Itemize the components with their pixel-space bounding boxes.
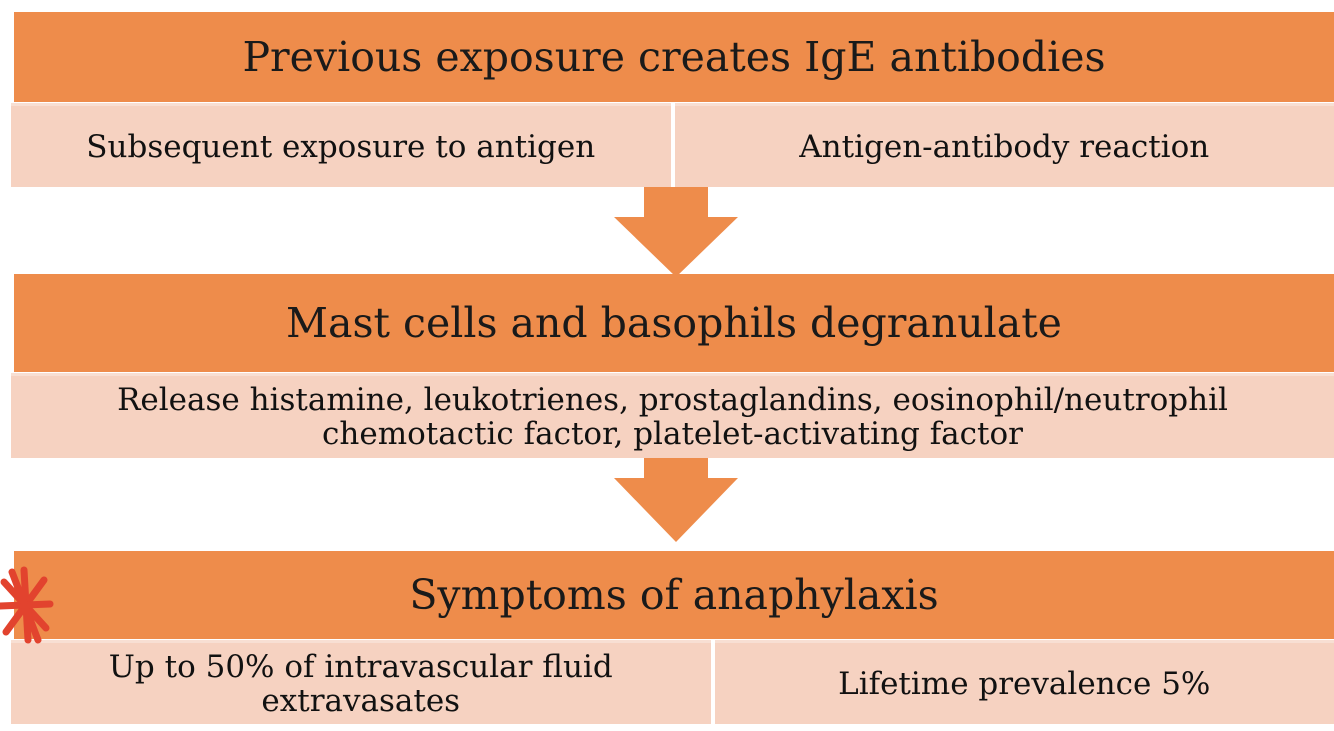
stage-3-detail-1: Up to 50% of intravascular fluid extrava…: [11, 640, 711, 724]
down-arrow-icon: [614, 187, 738, 277]
stage-2-detail-1: Release histamine, leukotrienes, prostag…: [11, 373, 1334, 458]
red-star-mark-icon: [0, 566, 54, 644]
stage-3-header: Symptoms of anaphylaxis: [14, 551, 1334, 639]
down-arrow-icon: [614, 458, 738, 542]
stage-1-detail-2: Antigen-antibody reaction: [674, 103, 1334, 187]
stage-1-details: Subsequent exposure to antigen Antigen-a…: [11, 103, 1334, 187]
stage-2-header: Mast cells and basophils degranulate: [14, 274, 1334, 372]
stage-3-details: Up to 50% of intravascular fluid extrava…: [11, 640, 1334, 724]
stage-2-title: Mast cells and basophils degranulate: [286, 299, 1062, 347]
stage-2-details: Release histamine, leukotrienes, prostag…: [11, 373, 1334, 458]
stage-3-detail-2: Lifetime prevalence 5%: [714, 640, 1334, 724]
stage-1-header: Previous exposure creates IgE antibodies: [14, 12, 1334, 102]
stage-1-title: Previous exposure creates IgE antibodies: [242, 33, 1106, 81]
stage-1-detail-1: Subsequent exposure to antigen: [11, 103, 671, 187]
stage-3-title: Symptoms of anaphylaxis: [409, 571, 939, 619]
